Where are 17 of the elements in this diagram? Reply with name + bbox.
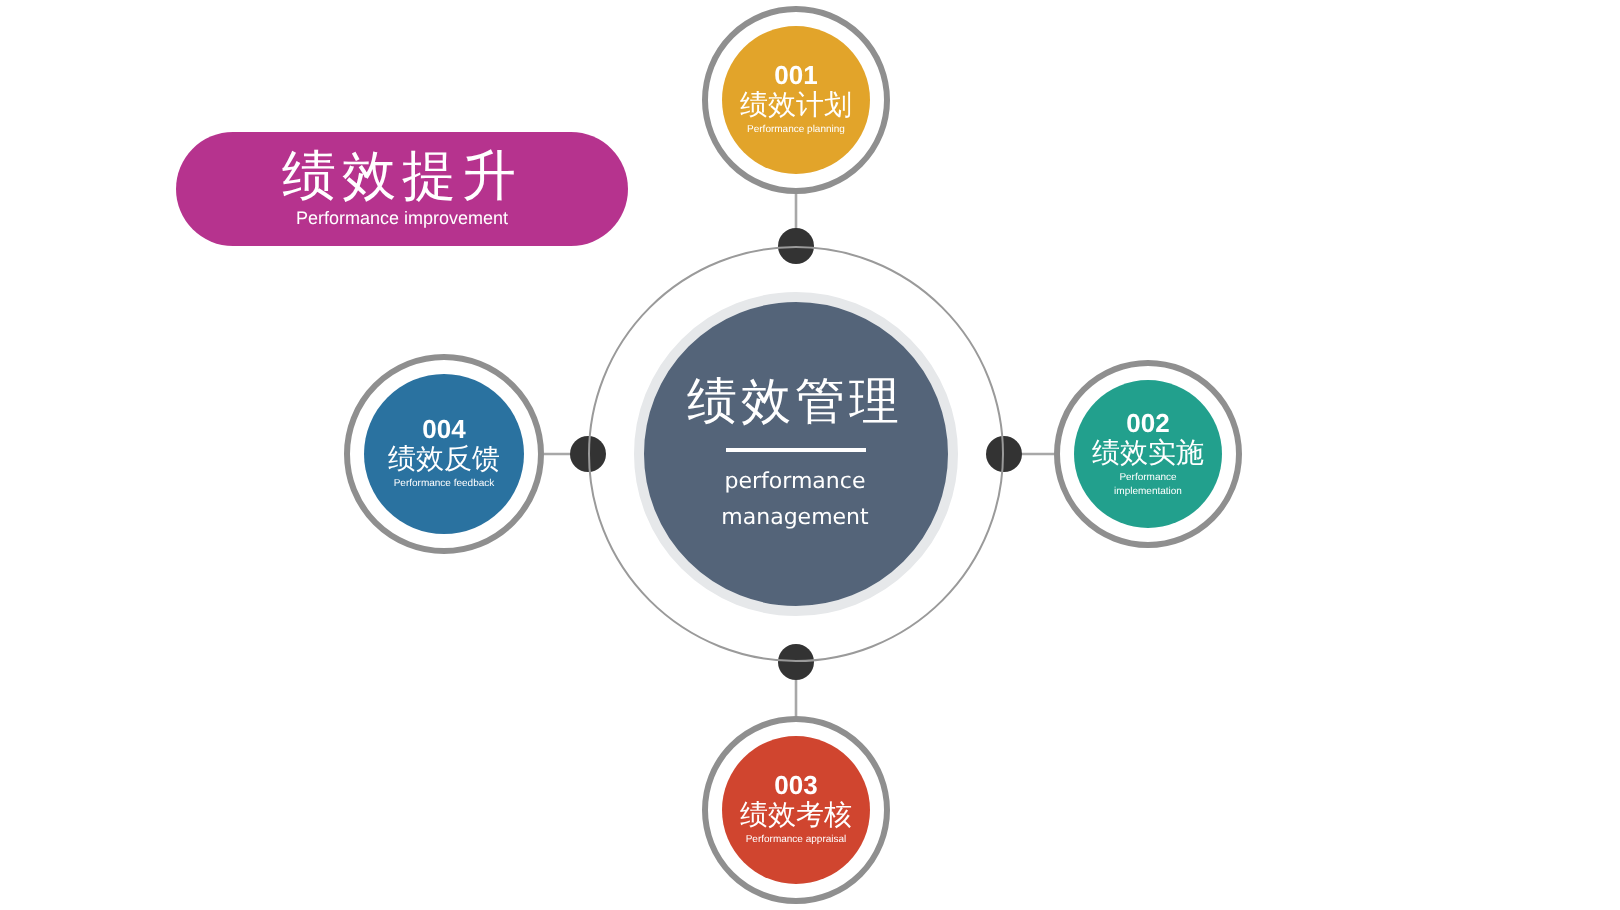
connector-line <box>778 194 814 264</box>
connector-line <box>544 436 606 472</box>
connector-line <box>778 644 814 716</box>
center-title: 绩效管理 <box>687 371 903 431</box>
step-number: 003 <box>774 772 818 800</box>
ring-outline <box>588 246 1004 662</box>
connector-line <box>986 436 1054 472</box>
banner-subtitle: Performance improvement <box>295 208 509 230</box>
step-title: 绩效计划 <box>740 90 852 124</box>
step-number: 004 <box>422 416 466 444</box>
banner-title: 绩效提升 <box>282 148 522 208</box>
step-number: 001 <box>774 62 818 90</box>
step-title: 绩效实施 <box>1092 437 1204 471</box>
center-subtitle: performance management <box>719 465 871 533</box>
step-title: 绩效反馈 <box>388 444 500 478</box>
step-number: 002 <box>1126 409 1170 437</box>
step-title: 绩效考核 <box>740 800 852 834</box>
